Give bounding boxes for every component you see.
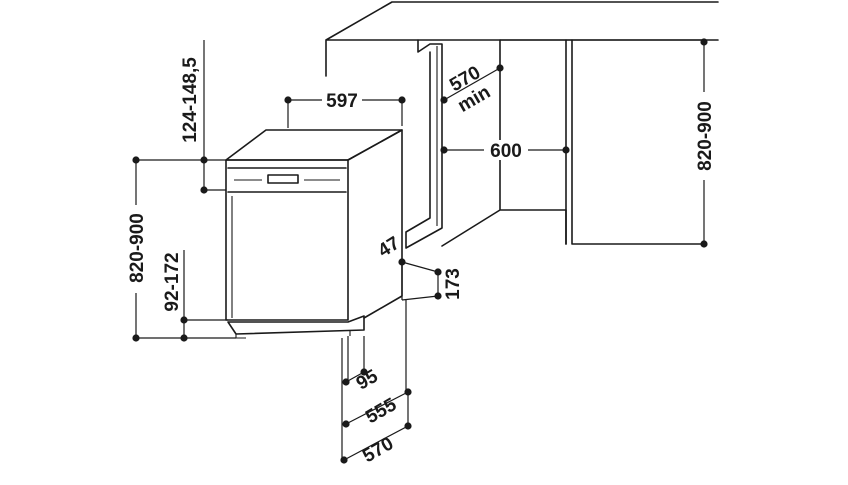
dimension-dots <box>132 38 708 464</box>
kitchen-niche <box>325 1 719 249</box>
dishwasher <box>225 129 403 339</box>
label-niche-height: 820-900 <box>695 101 716 171</box>
label-depth-95: 95 <box>353 366 382 395</box>
label-side-173: 173 <box>443 268 464 300</box>
plinth <box>227 315 365 335</box>
label-top-panel-height: 124-148,5 <box>180 57 201 143</box>
label-door-47: 47 <box>375 233 404 262</box>
label-niche-width-600: 600 <box>490 141 522 162</box>
left-cabinet-panel <box>405 39 443 249</box>
dimension-labels: 597 124-148,5 820-900 92-172 47 173 95 5… <box>126 57 716 467</box>
label-height-left: 820-900 <box>127 213 148 283</box>
dimension-lines <box>135 39 705 461</box>
label-depth-570: 570 <box>359 433 397 467</box>
display-window <box>267 174 299 184</box>
dishwasher-side <box>347 129 403 319</box>
control-panel <box>227 167 347 193</box>
dishwasher-front <box>225 159 349 321</box>
label-width-597: 597 <box>326 91 358 112</box>
label-plinth-height: 92-172 <box>162 252 183 311</box>
countertop <box>325 1 719 77</box>
